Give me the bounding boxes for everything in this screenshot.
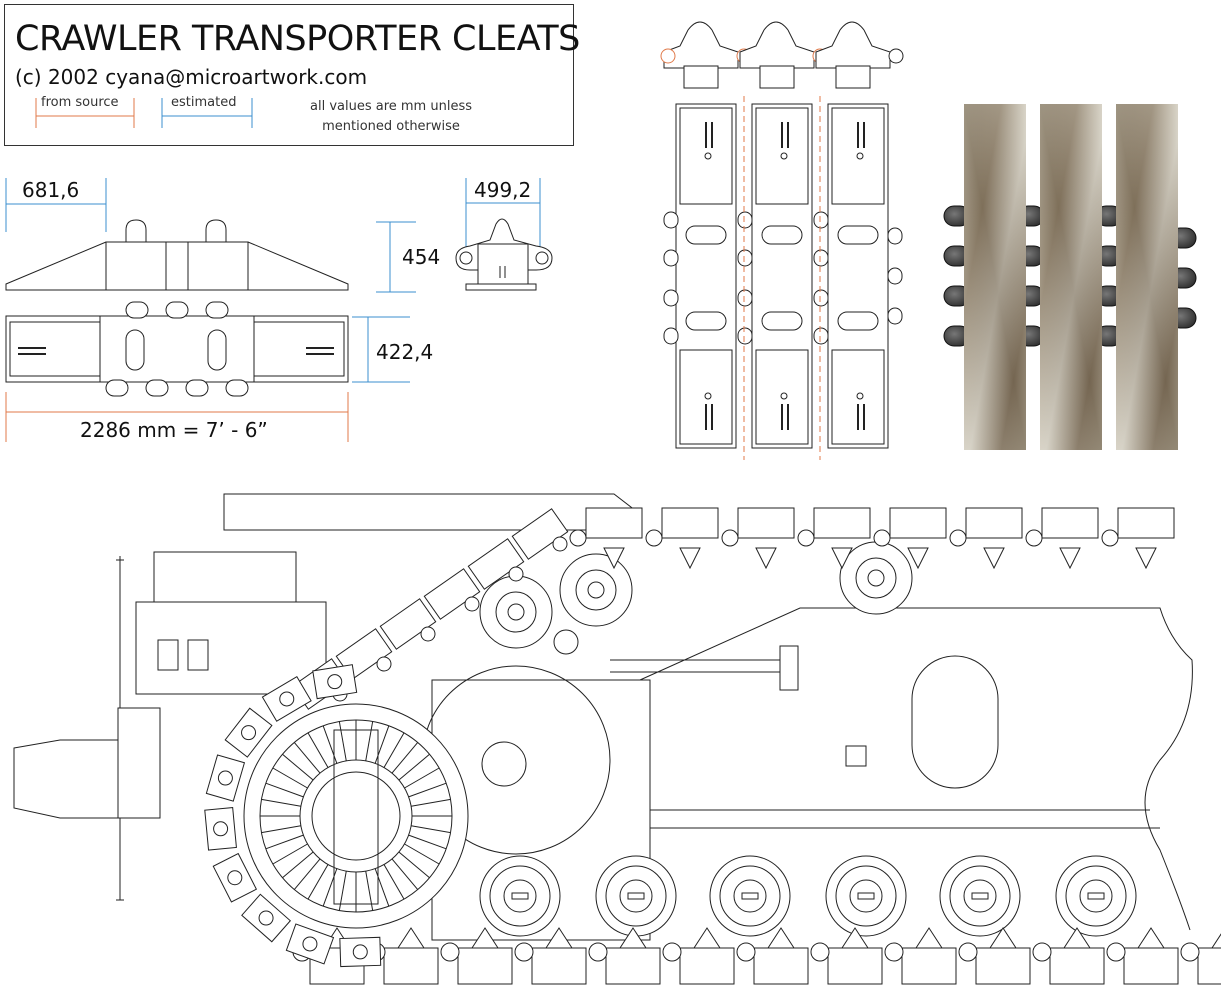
dimension-454: 454 bbox=[402, 245, 441, 269]
sheet-title: CRAWLER TRANSPORTER CLEATS bbox=[15, 19, 580, 59]
copyright-line: (c) 2002 cyana@microartwork.com bbox=[15, 65, 368, 89]
dimension-499-2: 499,2 bbox=[474, 178, 532, 202]
legend-estimated-label: estimated bbox=[171, 95, 237, 110]
units-note-line-1: all values are mm unless bbox=[310, 99, 472, 114]
dimension-681-6: 681,6 bbox=[22, 178, 80, 202]
cleat-assembly-plan bbox=[663, 96, 903, 460]
legend-source-label: from source bbox=[41, 95, 119, 110]
units-note-line-2: mentioned otherwise bbox=[322, 119, 460, 134]
cleat-top-view bbox=[5, 301, 349, 397]
legend-estimated-line bbox=[161, 98, 253, 128]
units-note: all values are mm unless mentioned other… bbox=[271, 97, 511, 137]
title-block: CRAWLER TRANSPORTER CLEATS (c) 2002 cyan… bbox=[4, 4, 580, 146]
dimension-total-length: 2286 mm = 7’ - 6” bbox=[80, 418, 268, 442]
cleat-assembly-top-row bbox=[660, 21, 904, 89]
rendered-cleats bbox=[943, 104, 1197, 450]
dimension-422-4: 422,4 bbox=[376, 340, 434, 364]
cleat-end-view bbox=[455, 218, 553, 291]
cleat-side-view bbox=[5, 219, 349, 291]
legend-source-line bbox=[35, 98, 135, 128]
dimension-lines bbox=[5, 178, 541, 442]
crawler-truck-side-view bbox=[13, 493, 1221, 985]
